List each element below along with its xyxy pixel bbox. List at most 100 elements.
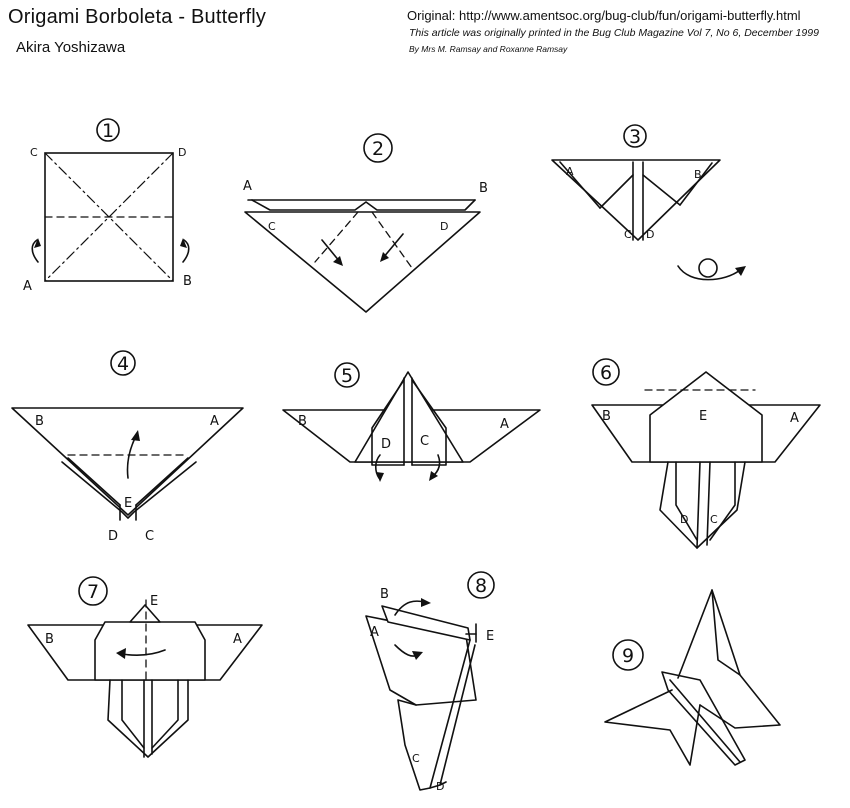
step-3-turn-circle <box>698 258 718 278</box>
step-7-number: 7 <box>87 581 99 603</box>
author-name: Akira Yoshizawa <box>16 39 126 56</box>
step-8-body <box>397 639 471 791</box>
step-9-lower-wing <box>604 689 701 766</box>
step-3-turn-arrowhead <box>735 266 746 276</box>
step-2-arrow-left <box>321 239 341 263</box>
step-5-label-b: B <box>298 414 307 429</box>
step-7-arrowhead <box>116 648 126 659</box>
step-2-label-a: A <box>243 179 252 194</box>
step-3-flap-line-a <box>559 161 601 209</box>
step-3-flap-line-a2 <box>599 174 634 209</box>
original-source-url: Original: http://www.amentsoc.org/bug-cl… <box>407 8 801 23</box>
step-3-number-circle <box>623 124 647 148</box>
step-7-point-e <box>129 604 161 623</box>
step-6-body-folds <box>675 461 736 541</box>
step-5-arrowhead-right <box>429 471 438 481</box>
step-1-label-d: D <box>178 146 186 159</box>
step-8-label-a: A <box>370 625 379 640</box>
step-3-outer-triangle <box>551 159 721 241</box>
step-6-body-top <box>649 371 763 463</box>
step-4-up-arrow <box>126 435 137 479</box>
step-8: 8 B A E C D <box>365 571 495 793</box>
step-2-triangle <box>244 211 481 313</box>
step-7-label-b: B <box>45 632 54 647</box>
step-8-label-c: C <box>412 752 420 765</box>
step-7-label-e: E <box>150 594 158 609</box>
step-5-label-c: C <box>420 434 429 449</box>
step-4-label-b: B <box>35 414 44 429</box>
step-1-label-a: A <box>23 279 32 294</box>
step-1-flip-arrow-right <box>182 239 190 263</box>
step-4-number: 4 <box>117 353 129 375</box>
step-4-number-circle <box>110 350 136 376</box>
step-2-number-circle <box>363 133 393 163</box>
step-5-flap-c <box>411 379 447 466</box>
step-5-center-kite <box>354 371 464 463</box>
step-5-label-d: D <box>381 437 391 452</box>
step-2-number: 2 <box>372 138 384 160</box>
step-2-fold-line-left <box>314 211 359 263</box>
step-1-label-c: C <box>30 146 38 159</box>
step-9-number: 9 <box>622 645 634 667</box>
step-8-number-circle <box>467 571 495 599</box>
step-9-number-circle <box>612 639 644 671</box>
step-2-arrowhead-left <box>333 256 343 266</box>
page-title: Origami Borboleta - Butterfly <box>8 6 267 28</box>
step-7-body-top <box>94 621 206 681</box>
step-2-label-d: D <box>440 220 448 233</box>
step-2-label-b: B <box>479 181 488 196</box>
step-5-arrowhead-left <box>376 472 384 482</box>
step-2-label-c: C <box>268 220 276 233</box>
step-6-label-d: D <box>680 513 688 526</box>
step-5-number: 5 <box>341 365 353 387</box>
step-6-center-line-left <box>696 461 701 549</box>
step-9-upper-wing-fold <box>711 589 741 676</box>
step-4-up-arrowhead <box>131 430 140 441</box>
step-4-triangle <box>11 407 244 516</box>
byline: By Mrs M. Ramsay and Roxanne Ramsay <box>409 44 568 54</box>
step-7-number-circle <box>78 576 108 606</box>
step-2-arrow-right <box>382 233 404 259</box>
step-2-flap-edge <box>251 199 476 211</box>
step-1-label-b: B <box>183 274 192 289</box>
step-4-flap-edges <box>67 457 189 506</box>
step-1-arrowhead-right <box>180 238 187 248</box>
step-3-label-c: C <box>624 228 632 241</box>
step-7-label-a: A <box>233 632 242 647</box>
step-8-number: 8 <box>475 575 487 597</box>
step-2-arrowhead-right <box>380 252 389 262</box>
step-6-center-line-right <box>706 461 711 546</box>
step-7-body-bottom <box>107 679 189 758</box>
step-1: 1 C D A B <box>23 118 192 294</box>
step-9: 9 <box>604 589 781 766</box>
step-3-label-d: D <box>646 228 654 241</box>
step-6-label-b: B <box>602 409 611 424</box>
step-4-label-d: D <box>108 529 118 544</box>
step-8-arrowhead-b <box>421 598 431 607</box>
step-6-label-a: A <box>790 411 799 426</box>
step-1-flip-arrow-left <box>31 239 39 263</box>
step-6: 6 B E A D C <box>591 358 821 549</box>
step-2: 2 A B C D <box>243 133 488 313</box>
step-8-label-b: B <box>380 587 389 602</box>
step-3: 3 A B C D <box>551 124 746 281</box>
step-8-arrowhead-a <box>412 651 423 660</box>
step-1-arrowhead-left <box>34 238 41 248</box>
step-8-label-d: D <box>436 780 444 793</box>
step-1-number: 1 <box>102 120 114 142</box>
step-3-number: 3 <box>629 126 641 148</box>
step-9-upper-wing <box>677 589 781 729</box>
print-note: This article was originally printed in t… <box>409 27 819 39</box>
step-4-label-e: E <box>124 496 132 511</box>
step-4: 4 B A E D C <box>11 350 244 544</box>
step-8-body-folds <box>429 644 476 789</box>
step-2-fold-line-right <box>371 211 413 269</box>
step-3-label-b: B <box>694 168 702 181</box>
step-6-label-c: C <box>710 513 718 526</box>
step-6-label-e: E <box>699 409 707 424</box>
step-8-wing-b <box>381 605 471 641</box>
step-3-label-a: A <box>566 165 574 178</box>
step-8-label-e: E <box>486 629 494 644</box>
step-4-inner-flaps <box>61 461 197 519</box>
